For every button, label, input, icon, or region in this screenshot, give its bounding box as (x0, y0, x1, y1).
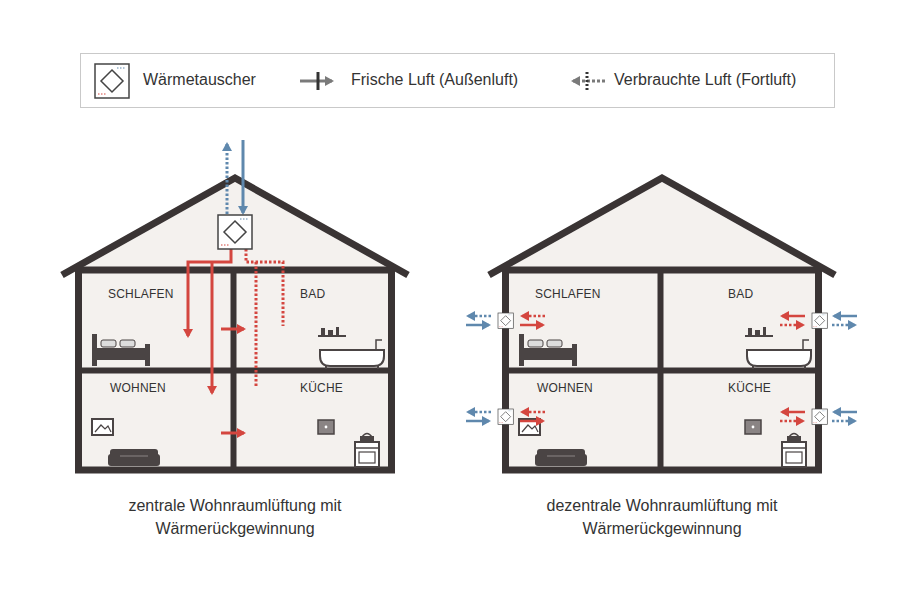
decentral-units (522, 315, 545, 318)
legend-icons (317, 72, 320, 90)
decentral-units (520, 420, 543, 423)
room-label: BAD (728, 287, 753, 301)
decentral-units (466, 313, 857, 424)
decentral-units (522, 411, 545, 414)
central-ventilation (188, 140, 283, 433)
caption: zentrale Wohnraumlüftung mit Wärmerückge… (110, 494, 360, 540)
central-ventilation (221, 328, 244, 331)
decentral-units (498, 409, 513, 424)
decentral-units (498, 313, 513, 328)
room: BAD (664, 276, 816, 367)
decentral-units (782, 411, 805, 414)
central-ventilation (255, 262, 258, 386)
decentral-units (466, 324, 489, 327)
decentral-units (498, 313, 513, 328)
room: SCHLAFEN (82, 276, 230, 367)
room-label: SCHLAFEN (108, 287, 174, 301)
legend-box: Wärmetauscher Frische Luft (Außenluft) Ver… (80, 53, 835, 108)
central-ventilation (218, 215, 252, 249)
decentral-units (468, 411, 491, 414)
decentral-units (834, 315, 857, 318)
legend-icons (95, 64, 605, 98)
decentral-units (812, 409, 827, 424)
legend-text: Verbrauchte Luft (Fortluft) (614, 70, 796, 90)
room-label: WOHNEN (110, 381, 166, 395)
room: WOHNEN (510, 374, 657, 466)
decentral-units (834, 411, 857, 414)
room: KÜCHE (237, 374, 388, 466)
room-label: KÜCHE (728, 381, 771, 395)
central-ventilation (188, 249, 231, 336)
legend-text: Wärmetauscher (143, 70, 256, 90)
decentral-units (812, 313, 827, 328)
decentral-units (780, 420, 803, 423)
central-ventilation (226, 144, 229, 214)
room-label: WOHNEN (537, 381, 593, 395)
caption: dezentrale Wohnraumlüftung mit Wärmerück… (537, 494, 787, 540)
central-ventilation (211, 262, 214, 393)
legend-icons (586, 72, 589, 90)
room: WOHNEN (82, 374, 230, 466)
legend-icons (95, 64, 129, 98)
decentral-units (782, 315, 805, 318)
room-label: KÜCHE (300, 381, 343, 395)
decentral-units (832, 324, 855, 327)
central-ventilation (242, 140, 245, 213)
room-label: SCHLAFEN (535, 287, 601, 301)
house-right (489, 178, 835, 470)
room: KÜCHE (664, 374, 816, 466)
decentral-units (832, 420, 855, 423)
house-left (62, 178, 408, 470)
legend-icons (300, 80, 332, 83)
decentral-units (468, 315, 491, 318)
central-ventilation (221, 432, 244, 435)
decentral-units (812, 313, 827, 328)
room: BAD (237, 276, 388, 367)
room: SCHLAFEN (510, 276, 657, 367)
central-ventilation (246, 249, 283, 326)
legend-text: Frische Luft (Außenluft) (351, 70, 518, 90)
decentral-units (780, 324, 803, 327)
room-label: BAD (300, 287, 325, 301)
decentral-units (498, 409, 513, 424)
decentral-units (466, 420, 489, 423)
decentral-units (812, 409, 827, 424)
legend-icons (573, 80, 605, 83)
decentral-units (520, 324, 543, 327)
